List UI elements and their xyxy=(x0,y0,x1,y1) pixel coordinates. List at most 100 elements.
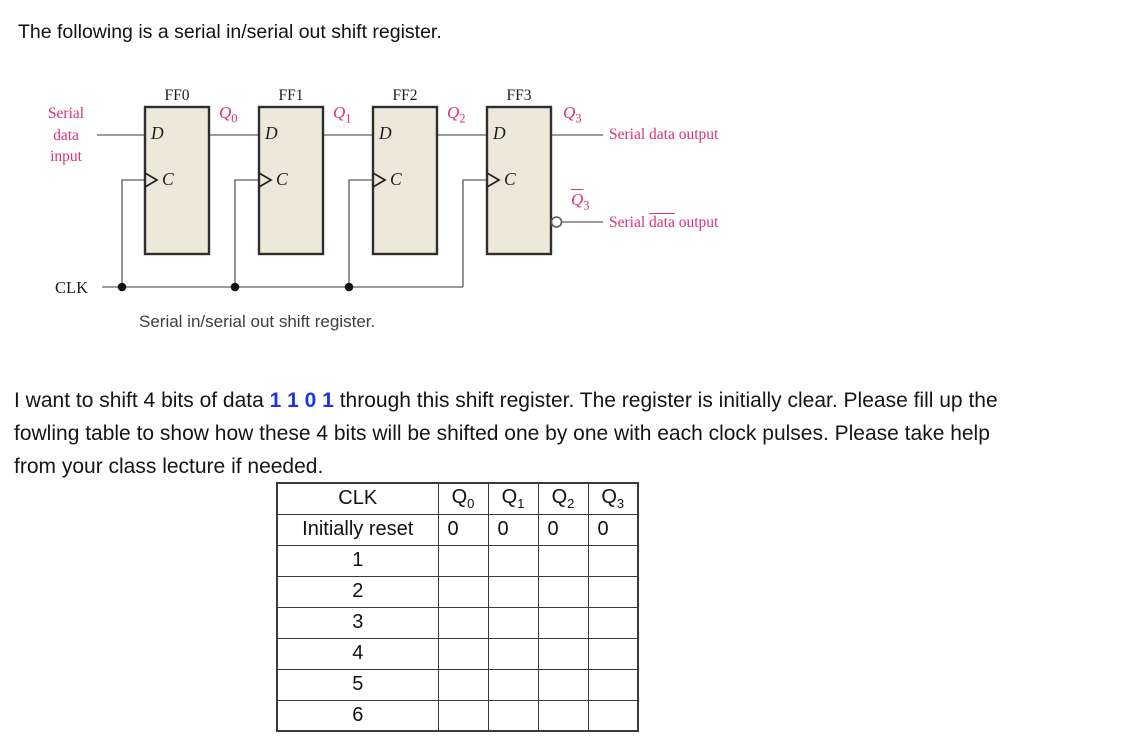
ff2-d-label: D xyxy=(379,123,392,143)
q3-cell xyxy=(587,606,639,639)
clk-cell: 3 xyxy=(276,606,439,639)
q2-label: Q2 xyxy=(447,103,466,126)
q3-label: Q3 xyxy=(563,103,582,126)
clk-cell: 5 xyxy=(276,668,439,701)
out-word-serial: Serial xyxy=(609,214,646,231)
table-row: 4 xyxy=(276,637,639,670)
diagram-caption: Serial in/serial out shift register. xyxy=(139,312,376,331)
clk-cell: 6 xyxy=(276,699,439,732)
clk-cell: Initially reset xyxy=(276,513,439,546)
ff2-name: FF2 xyxy=(392,87,418,104)
table-row: Initially reset 0 0 0 0 xyxy=(276,513,639,546)
q3-bar-base: Q xyxy=(571,190,584,209)
header-q1-base: Q xyxy=(501,486,518,509)
serial-data-output-label: Serial data output xyxy=(609,126,719,143)
q0-cell xyxy=(437,606,489,639)
ff1-c-label: C xyxy=(276,169,288,189)
q0-cell xyxy=(437,668,489,701)
q1-cell: 0 xyxy=(487,513,539,546)
out-word-data-overline: data xyxy=(649,214,675,231)
q1-cell xyxy=(487,637,539,670)
q1-sub: 1 xyxy=(345,111,352,126)
header-q0-base: Q xyxy=(451,486,468,509)
q1-cell xyxy=(487,699,539,732)
clk-cell: 2 xyxy=(276,575,439,608)
q2-cell xyxy=(537,575,589,608)
q3-bar-label: Q3 xyxy=(571,190,590,213)
q1-base: Q xyxy=(333,103,346,122)
clk-junction-dot xyxy=(344,282,354,292)
clock-edge-triangles xyxy=(144,172,501,188)
table-header-row: CLK Q0 Q1 Q2 Q3 xyxy=(276,482,639,515)
q0-cell xyxy=(437,699,489,732)
header-q2-base: Q xyxy=(551,486,568,509)
q3-cell xyxy=(587,637,639,670)
q2-cell xyxy=(537,699,589,732)
q1-label: Q1 xyxy=(333,103,352,126)
inversion-bubble xyxy=(550,216,563,228)
q0-sub: 0 xyxy=(231,111,238,126)
diagram-canvas xyxy=(97,105,603,292)
header-q1: Q1 xyxy=(487,482,539,515)
ff3-d-label: D xyxy=(493,123,506,143)
q2-sub: 2 xyxy=(459,111,466,126)
q2-cell xyxy=(537,637,589,670)
ff0-d-label: D xyxy=(151,123,164,143)
out-word-output: output xyxy=(678,214,719,231)
clk-label: CLK xyxy=(55,278,88,297)
q0-cell xyxy=(437,575,489,608)
header-q2: Q2 xyxy=(537,482,589,515)
ff1-name: FF1 xyxy=(278,87,304,104)
shift-register-diagram: Serial data input CLK FF0 FF1 FF2 FF3 D … xyxy=(0,0,760,345)
table-row: 6 xyxy=(276,699,639,732)
header-q1-sub: 1 xyxy=(517,496,525,512)
q3-cell: 0 xyxy=(587,513,639,546)
q0-cell xyxy=(437,544,489,577)
ff0-name: FF0 xyxy=(164,87,190,104)
q0-label: Q0 xyxy=(219,103,238,126)
header-q0: Q0 xyxy=(437,482,489,515)
ff2-c-label: C xyxy=(390,169,402,189)
q2-cell: 0 xyxy=(537,513,589,546)
q1-cell xyxy=(487,668,539,701)
question-bits: 1 1 0 1 xyxy=(269,389,334,412)
clk-cell: 4 xyxy=(276,637,439,670)
q3-cell xyxy=(587,699,639,732)
q1-cell xyxy=(487,544,539,577)
q3-bar-overline: Q xyxy=(571,190,583,209)
q0-cell: 0 xyxy=(437,513,489,546)
q2-base: Q xyxy=(447,103,460,122)
serial-data-input-label: Serial data input xyxy=(47,105,85,165)
header-q2-sub: 2 xyxy=(567,496,575,512)
question-line-2: fowling table to show how these 4 bits w… xyxy=(14,422,990,445)
clk-junction-dot xyxy=(117,282,127,292)
ff1-box xyxy=(257,105,325,256)
q2-cell xyxy=(537,606,589,639)
page-title: The following is a serial in/serial out … xyxy=(18,21,442,43)
question-line1-pre: I want to shift 4 bits of data xyxy=(14,389,270,412)
ff0-c-label: C xyxy=(162,169,174,189)
q2-cell xyxy=(537,544,589,577)
q0-cell xyxy=(437,637,489,670)
ff3-c-label: C xyxy=(504,169,516,189)
ff1-d-label: D xyxy=(265,123,278,143)
q3-cell xyxy=(587,575,639,608)
table-row: 2 xyxy=(276,575,639,608)
serial-data-bar-output-label: Serial data output xyxy=(609,214,718,232)
q3-bar-sub: 3 xyxy=(583,198,590,213)
wires xyxy=(97,134,603,288)
question-line1-post: through this shift register. The registe… xyxy=(333,389,998,412)
q1-cell xyxy=(487,606,539,639)
ff3-name: FF3 xyxy=(506,87,532,104)
header-clk: CLK xyxy=(276,482,439,515)
q3-cell xyxy=(587,544,639,577)
shift-answer-table: CLK Q0 Q1 Q2 Q3 Initially reset 0 0 0 0 … xyxy=(276,482,639,732)
q3-cell xyxy=(587,668,639,701)
table-row: 5 xyxy=(276,668,639,701)
clk-cell: 1 xyxy=(276,544,439,577)
question-line-3: from your class lecture if needed. xyxy=(14,455,324,478)
header-q0-sub: 0 xyxy=(467,496,475,512)
clk-junction-dot xyxy=(230,282,240,292)
q3-sub: 3 xyxy=(575,111,582,126)
question-text: I want to shift 4 bits of data 1 1 0 1 t… xyxy=(14,384,998,483)
